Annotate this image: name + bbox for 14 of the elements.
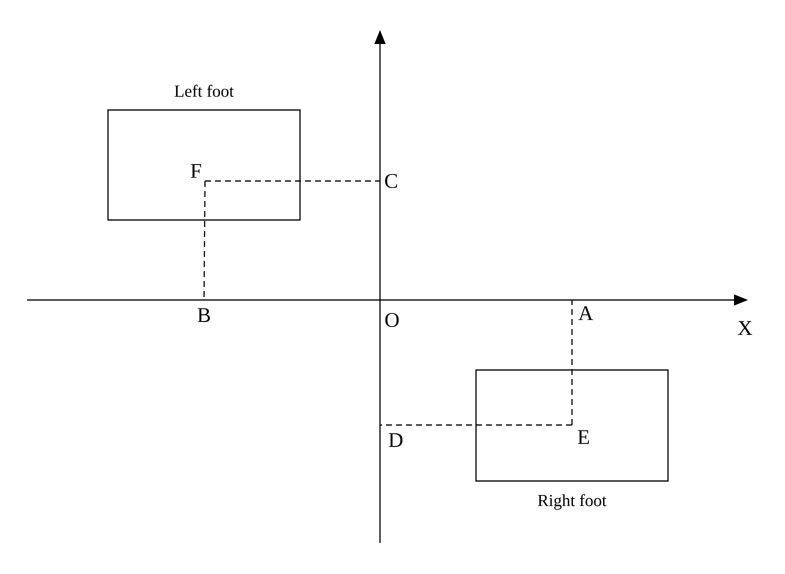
- guide-line: [571, 300, 573, 425]
- point-label: E: [578, 430, 589, 444]
- point-label: F: [190, 164, 202, 178]
- point-label: B: [198, 308, 210, 322]
- axis-label: X: [738, 321, 752, 335]
- point-label: C: [385, 174, 397, 188]
- point-label: A: [578, 306, 594, 320]
- guide-line: [203, 181, 206, 300]
- point-label: D: [388, 433, 402, 447]
- guide-line: [205, 180, 380, 182]
- node-label: Left foot: [174, 84, 234, 97]
- node-label: Right foot: [538, 494, 606, 510]
- axis-label: O: [385, 312, 399, 328]
- guide-line: [380, 424, 572, 426]
